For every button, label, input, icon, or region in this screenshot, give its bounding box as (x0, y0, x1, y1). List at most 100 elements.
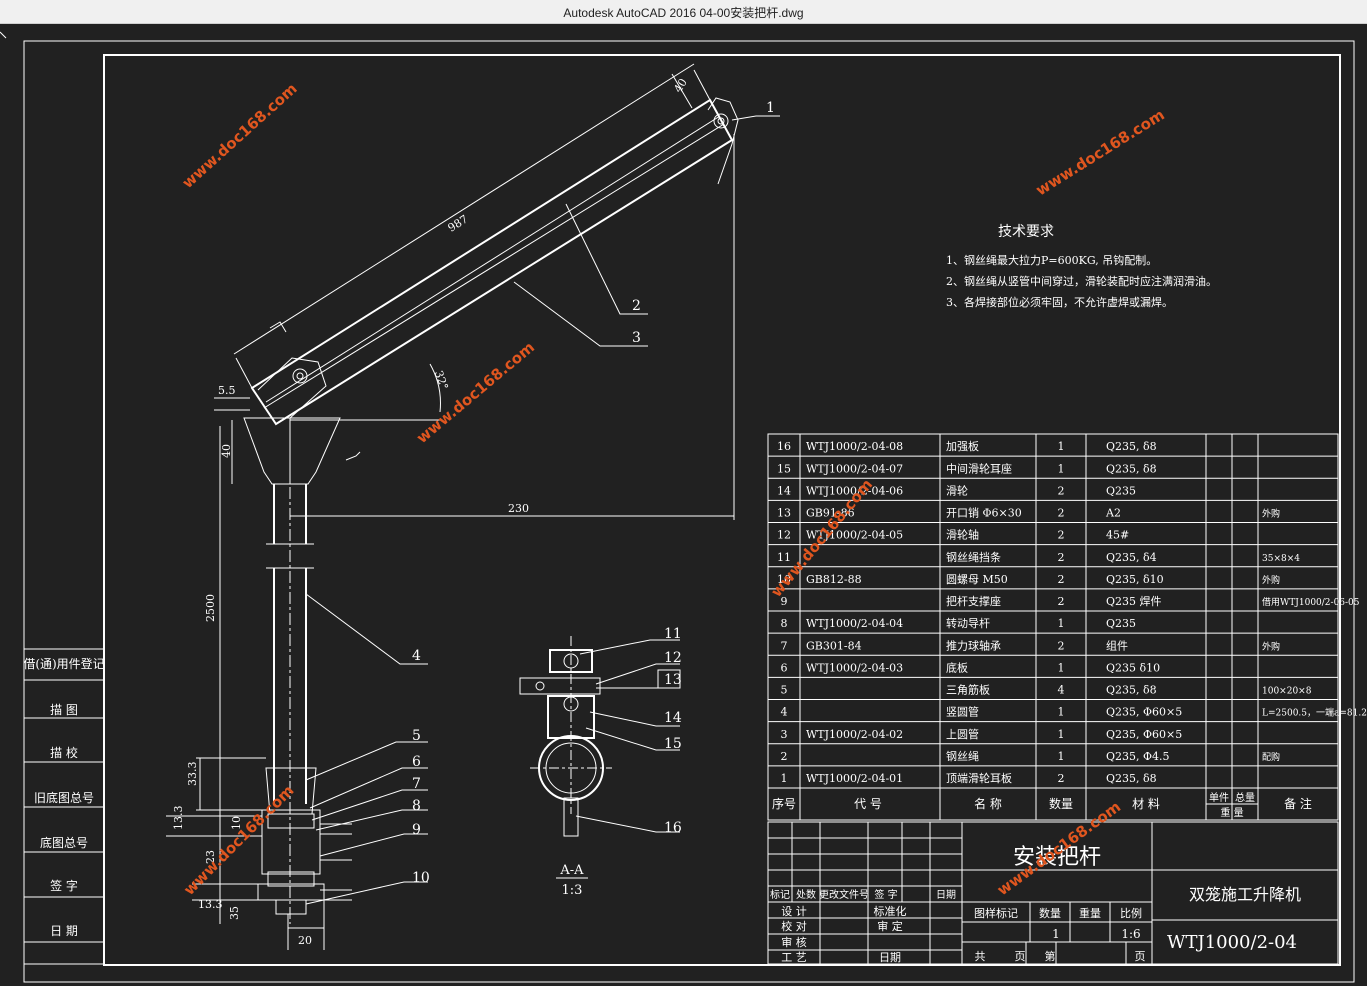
leader-label[interactable]: 8 (412, 798, 421, 814)
approve-label: 审 定 (877, 919, 903, 933)
bom-cell: Q235, Φ4.5 (1106, 750, 1170, 763)
leader-label[interactable]: 9 (412, 822, 421, 838)
thrust-bearing (267, 813, 315, 829)
bom-header: 数量 (1049, 796, 1073, 811)
tech-line: 3、各焊接部位必须牢固，不允许虚焊或漏焊。 (946, 295, 1173, 309)
drawing-canvas[interactable]: 借(通)用件登记 描 图 描 校 旧底图总号 底图总号 签 字 日 期 40 9… (0, 24, 1367, 986)
boom-tube (250, 98, 734, 426)
dim-text: 40 (671, 76, 689, 95)
bom-cell: 4 (1058, 684, 1065, 697)
leader-label[interactable]: 12 (664, 650, 682, 666)
bom-cell: A2 (1105, 507, 1121, 520)
rev-label: 签 字 (874, 888, 897, 901)
dim-text: 2500 (204, 594, 217, 622)
leader-label[interactable]: 3 (632, 330, 641, 346)
bom-cell: Q235 (1106, 484, 1136, 497)
leader-label[interactable]: 5 (412, 728, 421, 744)
section-mark (269, 321, 287, 333)
leader-label[interactable]: 16 (664, 820, 682, 836)
dim-text: 987 (446, 213, 471, 235)
leader-label[interactable]: 11 (664, 626, 682, 642)
bom-cell: 1 (1058, 728, 1065, 741)
title-block[interactable]: 标记 处数 更改文件号 签 字 日期 设 计 校 对 审 核 工 艺 标准化 审… (767, 821, 1339, 965)
leader-label[interactable]: 1 (766, 100, 775, 116)
watermarks: www.doc168.com www.doc168.com www.doc168… (179, 80, 1168, 900)
bom-cell: 2 (1058, 551, 1065, 564)
sheet-label: 第 (1045, 949, 1056, 963)
top-lug (707, 97, 739, 185)
leader-label[interactable]: 10 (412, 870, 430, 886)
bom-cell: 2 (1058, 484, 1065, 497)
bom-cell: 11 (777, 551, 791, 564)
outer-frame (23, 40, 1355, 983)
lower-pivot-center (296, 372, 304, 380)
bom-border (767, 433, 1339, 821)
bom-cell: Q235, δ8 (1106, 462, 1157, 475)
product-name: 双笼施工升降机 (1189, 885, 1301, 904)
leader-line (311, 789, 428, 821)
bom-cell: 7 (781, 639, 788, 652)
sidebar-label: 底图总号 (40, 835, 88, 850)
bom-cell: 6 (781, 661, 788, 674)
bom-cell: WTJ1000/2-04-03 (806, 661, 903, 674)
leader-label[interactable]: 4 (412, 648, 421, 664)
bom-cell: Q235, Φ60×5 (1106, 728, 1182, 741)
stage-header: 图样标记 (974, 906, 1018, 920)
bom-cell: GB91-86 (806, 507, 855, 520)
dim-text: 10 (230, 816, 243, 830)
bom-cell: Q235 焊件 (1106, 594, 1162, 608)
sheet-label: 页 (1135, 950, 1146, 963)
top-pulley-pin-center (717, 117, 725, 125)
cad-drawing[interactable]: 借(通)用件登记 描 图 描 校 旧底图总号 底图总号 签 字 日 期 40 9… (0, 24, 1367, 986)
bom-header: 名 称 (974, 796, 1002, 811)
bom-cell: 3 (781, 728, 788, 741)
window-title: Autodesk AutoCAD 2016 04-00安装把杆.dwg (563, 6, 804, 20)
bom-cell: 把杆支撑座 (946, 594, 1001, 608)
leader-label[interactable]: 14 (664, 710, 682, 726)
bom-cell: Q235, δ8 (1106, 440, 1157, 453)
bom-cell: 2 (1058, 573, 1065, 586)
role-label: 校 对 (781, 919, 807, 933)
stage-header: 数量 (1039, 907, 1061, 920)
dim-text: 13.3 (198, 898, 223, 911)
bom-cell: 4 (781, 706, 788, 719)
technical-requirements: 技术要求 1、钢丝绳最大拉力P=600KG, 吊钩配制。 2、钢丝绳从竖管中间穿… (946, 224, 1217, 309)
leader-line (579, 639, 680, 655)
bom-cell: 2 (781, 750, 788, 763)
leader-label[interactable]: 13 (664, 672, 682, 688)
bom-cell: 1 (1058, 617, 1065, 630)
bom-cell: 钢丝绳 (946, 749, 979, 763)
bom-cell: 组件 (1106, 638, 1128, 652)
lower-pivot-pin (292, 368, 308, 384)
dim-text: 23 (204, 850, 217, 864)
tech-line: 2、钢丝绳从竖管中间穿过，滑轮装配时应注满润滑油。 (946, 274, 1217, 288)
bom-cell: 1 (1058, 750, 1065, 763)
dim-text: 230 (508, 502, 529, 515)
dim-extension (693, 69, 711, 101)
bom-header: 序号 (772, 796, 796, 811)
bom-cell: 三角筋板 (946, 683, 990, 697)
section-view-aa[interactable]: 11 12 13 14 15 16 A-A 1:3 (519, 626, 682, 898)
bom-cell: 外购 (1262, 640, 1280, 652)
boom-centerline (263, 123, 725, 409)
bom-header: 代 号 (854, 797, 882, 811)
section-scale: 1:3 (562, 883, 583, 898)
leader-line (305, 881, 428, 905)
bom-cell: 1 (1058, 462, 1065, 475)
bom-cell: 钢丝绳挡条 (946, 550, 1001, 564)
stage-header: 比例 (1120, 906, 1142, 920)
bom-cell: 开口销 Φ6×30 (946, 506, 1022, 520)
leader-label[interactable]: 2 (632, 298, 641, 314)
leader-label[interactable]: 6 (412, 754, 421, 770)
leader-label[interactable]: 15 (664, 736, 682, 752)
reinforcing-plate (563, 797, 579, 837)
assembly-view[interactable]: 40 987 32° 5.5 40 230 25 (166, 63, 780, 950)
leader-label[interactable]: 7 (412, 776, 421, 792)
role-label: 工 艺 (781, 951, 807, 964)
sidebar-label: 借(通)用件登记 (23, 656, 104, 671)
leader-line (595, 663, 680, 685)
bom-cell: 圆螺母 M50 (946, 573, 1008, 586)
bom-cell: Q235, δ4 (1106, 551, 1157, 564)
leader-line (513, 281, 648, 347)
